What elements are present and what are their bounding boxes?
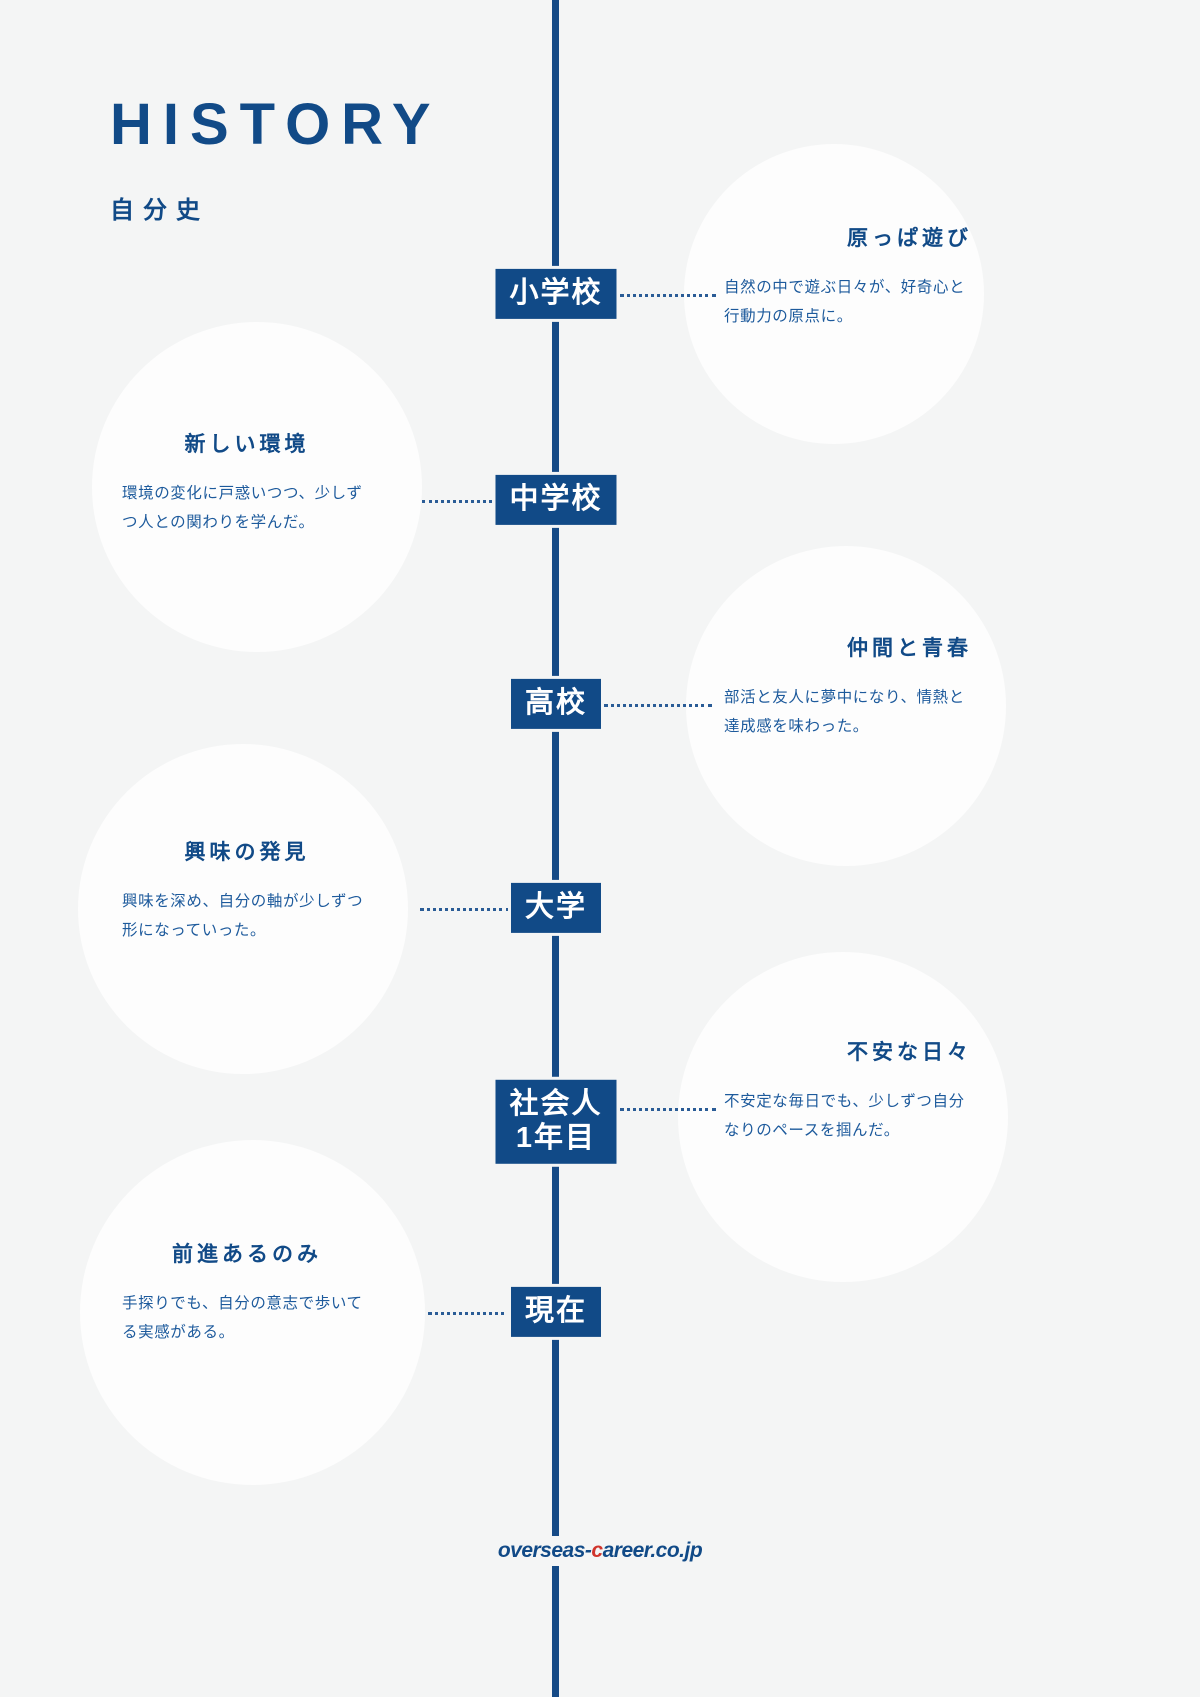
milestone-body-3: 部活と友人に夢中になり、情熱と達成感を味わった。 <box>724 689 965 735</box>
decorative-circle-2 <box>92 322 422 652</box>
milestone-body-4: 興味を深め、自分の軸が少しずつ形になっていった。 <box>122 893 364 939</box>
decorative-circle-1 <box>684 144 984 444</box>
milestone-heading-2: 新しい環境 <box>184 433 310 456</box>
milestone-heading-5: 不安な日々 <box>847 1041 972 1064</box>
milestone-block-1: 原っぱ遊び 自然の中で遊ぶ日々が、好奇心と行動力の原点に。 <box>724 222 974 331</box>
decorative-circle-5 <box>678 952 1008 1282</box>
milestone-block-5: 不安な日々 不安定な毎日でも、少しずつ自分なりのペースを掴んだ。 <box>724 1036 974 1145</box>
milestone-badge-中学校[interactable]: 中学校 <box>495 474 617 526</box>
page-title: HISTORY <box>110 92 442 157</box>
logo-accent-letter: c <box>591 1539 603 1562</box>
milestone-badge-社会人1年目[interactable]: 社会人 1年目 <box>495 1079 617 1165</box>
logo-suffix: areer.co.jp <box>602 1539 703 1562</box>
decorative-circle-3 <box>686 546 1006 866</box>
milestone-badge-高校[interactable]: 高校 <box>510 678 602 730</box>
milestone-heading-4: 興味の発見 <box>184 841 310 864</box>
connector-line-6 <box>428 1312 512 1315</box>
page-subtitle: 自分史 <box>110 197 209 224</box>
header: HISTORY 自分史 <box>110 96 442 225</box>
milestone-badge-現在[interactable]: 現在 <box>510 1286 602 1338</box>
connector-line-1 <box>620 294 716 297</box>
timeline-spine <box>552 0 559 1697</box>
connector-line-3 <box>604 704 712 707</box>
milestone-block-4: 興味の発見 興味を深め、自分の軸が少しずつ形になっていった。 <box>122 836 372 945</box>
logo-prefix: overseas- <box>497 1539 592 1562</box>
milestone-heading-1: 原っぱ遊び <box>847 227 972 250</box>
milestone-badge-小学校[interactable]: 小学校 <box>495 268 617 320</box>
milestone-body-2: 環境の変化に戸惑いつつ、少しずつ人との関わりを学んだ。 <box>122 485 363 531</box>
connector-line-5 <box>620 1108 716 1111</box>
footer: overseas-career.co.jp <box>0 1536 1200 1566</box>
milestone-block-3: 仲間と青春 部活と友人に夢中になり、情熱と達成感を味わった。 <box>724 632 974 741</box>
milestone-body-1: 自然の中で遊ぶ日々が、好奇心と行動力の原点に。 <box>724 279 966 325</box>
milestone-heading-3: 仲間と青春 <box>847 637 972 660</box>
site-logo[interactable]: overseas-career.co.jp <box>485 1536 715 1566</box>
milestone-body-6: 手探りでも、自分の意志で歩いてる実感がある。 <box>122 1295 363 1341</box>
milestone-badge-大学[interactable]: 大学 <box>510 882 602 934</box>
decorative-circle-4 <box>78 744 408 1074</box>
milestone-block-6: 前進あるのみ 手探りでも、自分の意志で歩いてる実感がある。 <box>122 1238 372 1347</box>
milestone-block-2: 新しい環境 環境の変化に戸惑いつつ、少しずつ人との関わりを学んだ。 <box>122 428 372 537</box>
milestone-body-5: 不安定な毎日でも、少しずつ自分なりのペースを掴んだ。 <box>724 1093 965 1139</box>
milestone-heading-6: 前進あるのみ <box>172 1243 322 1266</box>
connector-line-4 <box>420 908 510 911</box>
decorative-circle-6 <box>80 1140 425 1485</box>
connector-line-2 <box>422 500 492 503</box>
